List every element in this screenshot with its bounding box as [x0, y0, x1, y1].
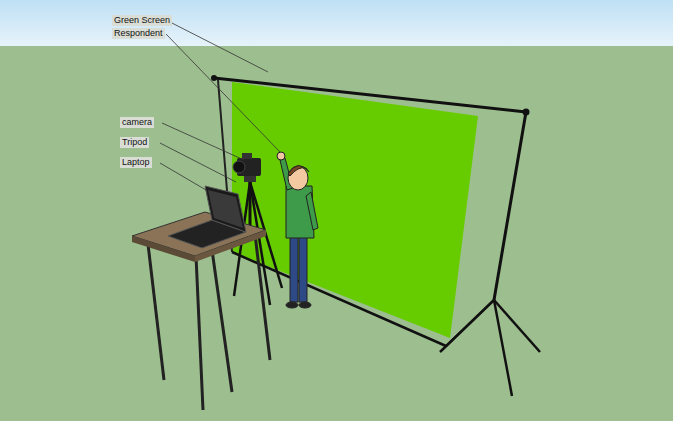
laptop-label: Laptop	[120, 157, 152, 168]
tripod-label: Tripod	[120, 137, 149, 148]
laptop-table	[132, 212, 270, 410]
respondent-figure	[277, 152, 318, 308]
ground	[0, 46, 673, 421]
camera-label: camera	[120, 117, 154, 128]
sky-band	[0, 0, 673, 46]
leader-lines	[160, 21, 280, 190]
laptop	[168, 186, 246, 248]
respondent-label: Respondent	[112, 28, 165, 39]
screen-label: Green Screen	[112, 15, 172, 26]
